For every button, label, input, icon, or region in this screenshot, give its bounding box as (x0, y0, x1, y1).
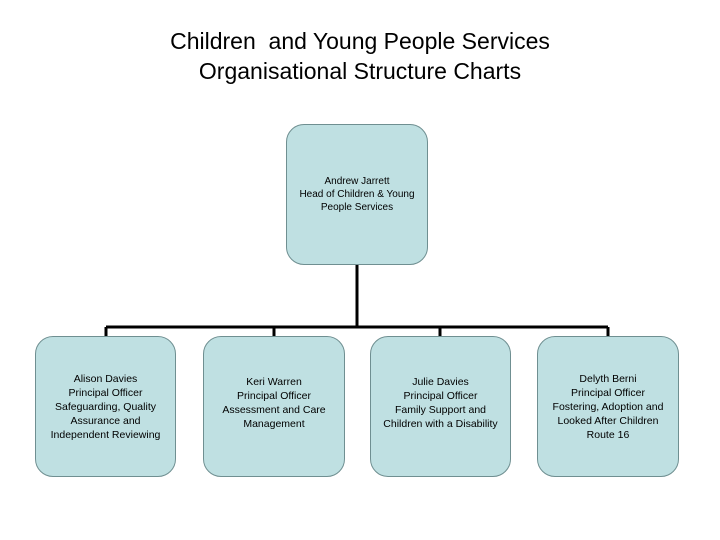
head-role-line-2: People Services (320, 202, 394, 213)
officer-name: Keri Warren (246, 376, 302, 388)
title-line-2: Organisational Structure Charts (198, 58, 522, 84)
officer-role: Principal Officer (403, 390, 478, 402)
officer-area-line-2: Management (243, 418, 305, 430)
officer-area-line-3: Route 16 (586, 428, 630, 441)
officer-role: Principal Officer (68, 386, 143, 399)
head-role-line-1: Head of Children & Young (299, 189, 415, 200)
officer-name: Alison Davies (73, 372, 138, 385)
officer-area-line-1: Fostering, Adoption and (552, 400, 664, 413)
officer-area-line-3: Independent Reviewing (50, 428, 161, 441)
officer-node-1: Alison Davies Principal Officer Safeguar… (35, 336, 176, 477)
officer-node-2: Keri Warren Principal Officer Assessment… (203, 336, 345, 477)
officer-area-line-2: Children with a Disability (383, 418, 498, 430)
officer-node-4: Delyth Berni Principal Officer Fostering… (537, 336, 679, 477)
officer-role: Principal Officer (237, 390, 311, 402)
officer-area-line-2: Assurance and (70, 414, 141, 427)
head-name: Andrew Jarrett (324, 176, 390, 187)
chart-title: Children and Young People Services Organ… (0, 26, 720, 86)
officer-role: Principal Officer (571, 386, 645, 399)
title-line-1: Children and Young People Services (170, 28, 550, 54)
officer-name: Julie Davies (412, 376, 469, 388)
officer-area-line-1: Assessment and Care (222, 404, 326, 416)
officer-area-line-1: Family Support and (394, 404, 487, 416)
head-node: Andrew Jarrett Head of Children & Young … (286, 124, 428, 265)
officer-node-3: Julie Davies Principal Officer Family Su… (370, 336, 511, 477)
officer-name: Delyth Berni (579, 372, 637, 385)
officer-area-line-1: Safeguarding, Quality (55, 400, 156, 413)
officer-area-line-2: Looked After Children (557, 414, 659, 427)
